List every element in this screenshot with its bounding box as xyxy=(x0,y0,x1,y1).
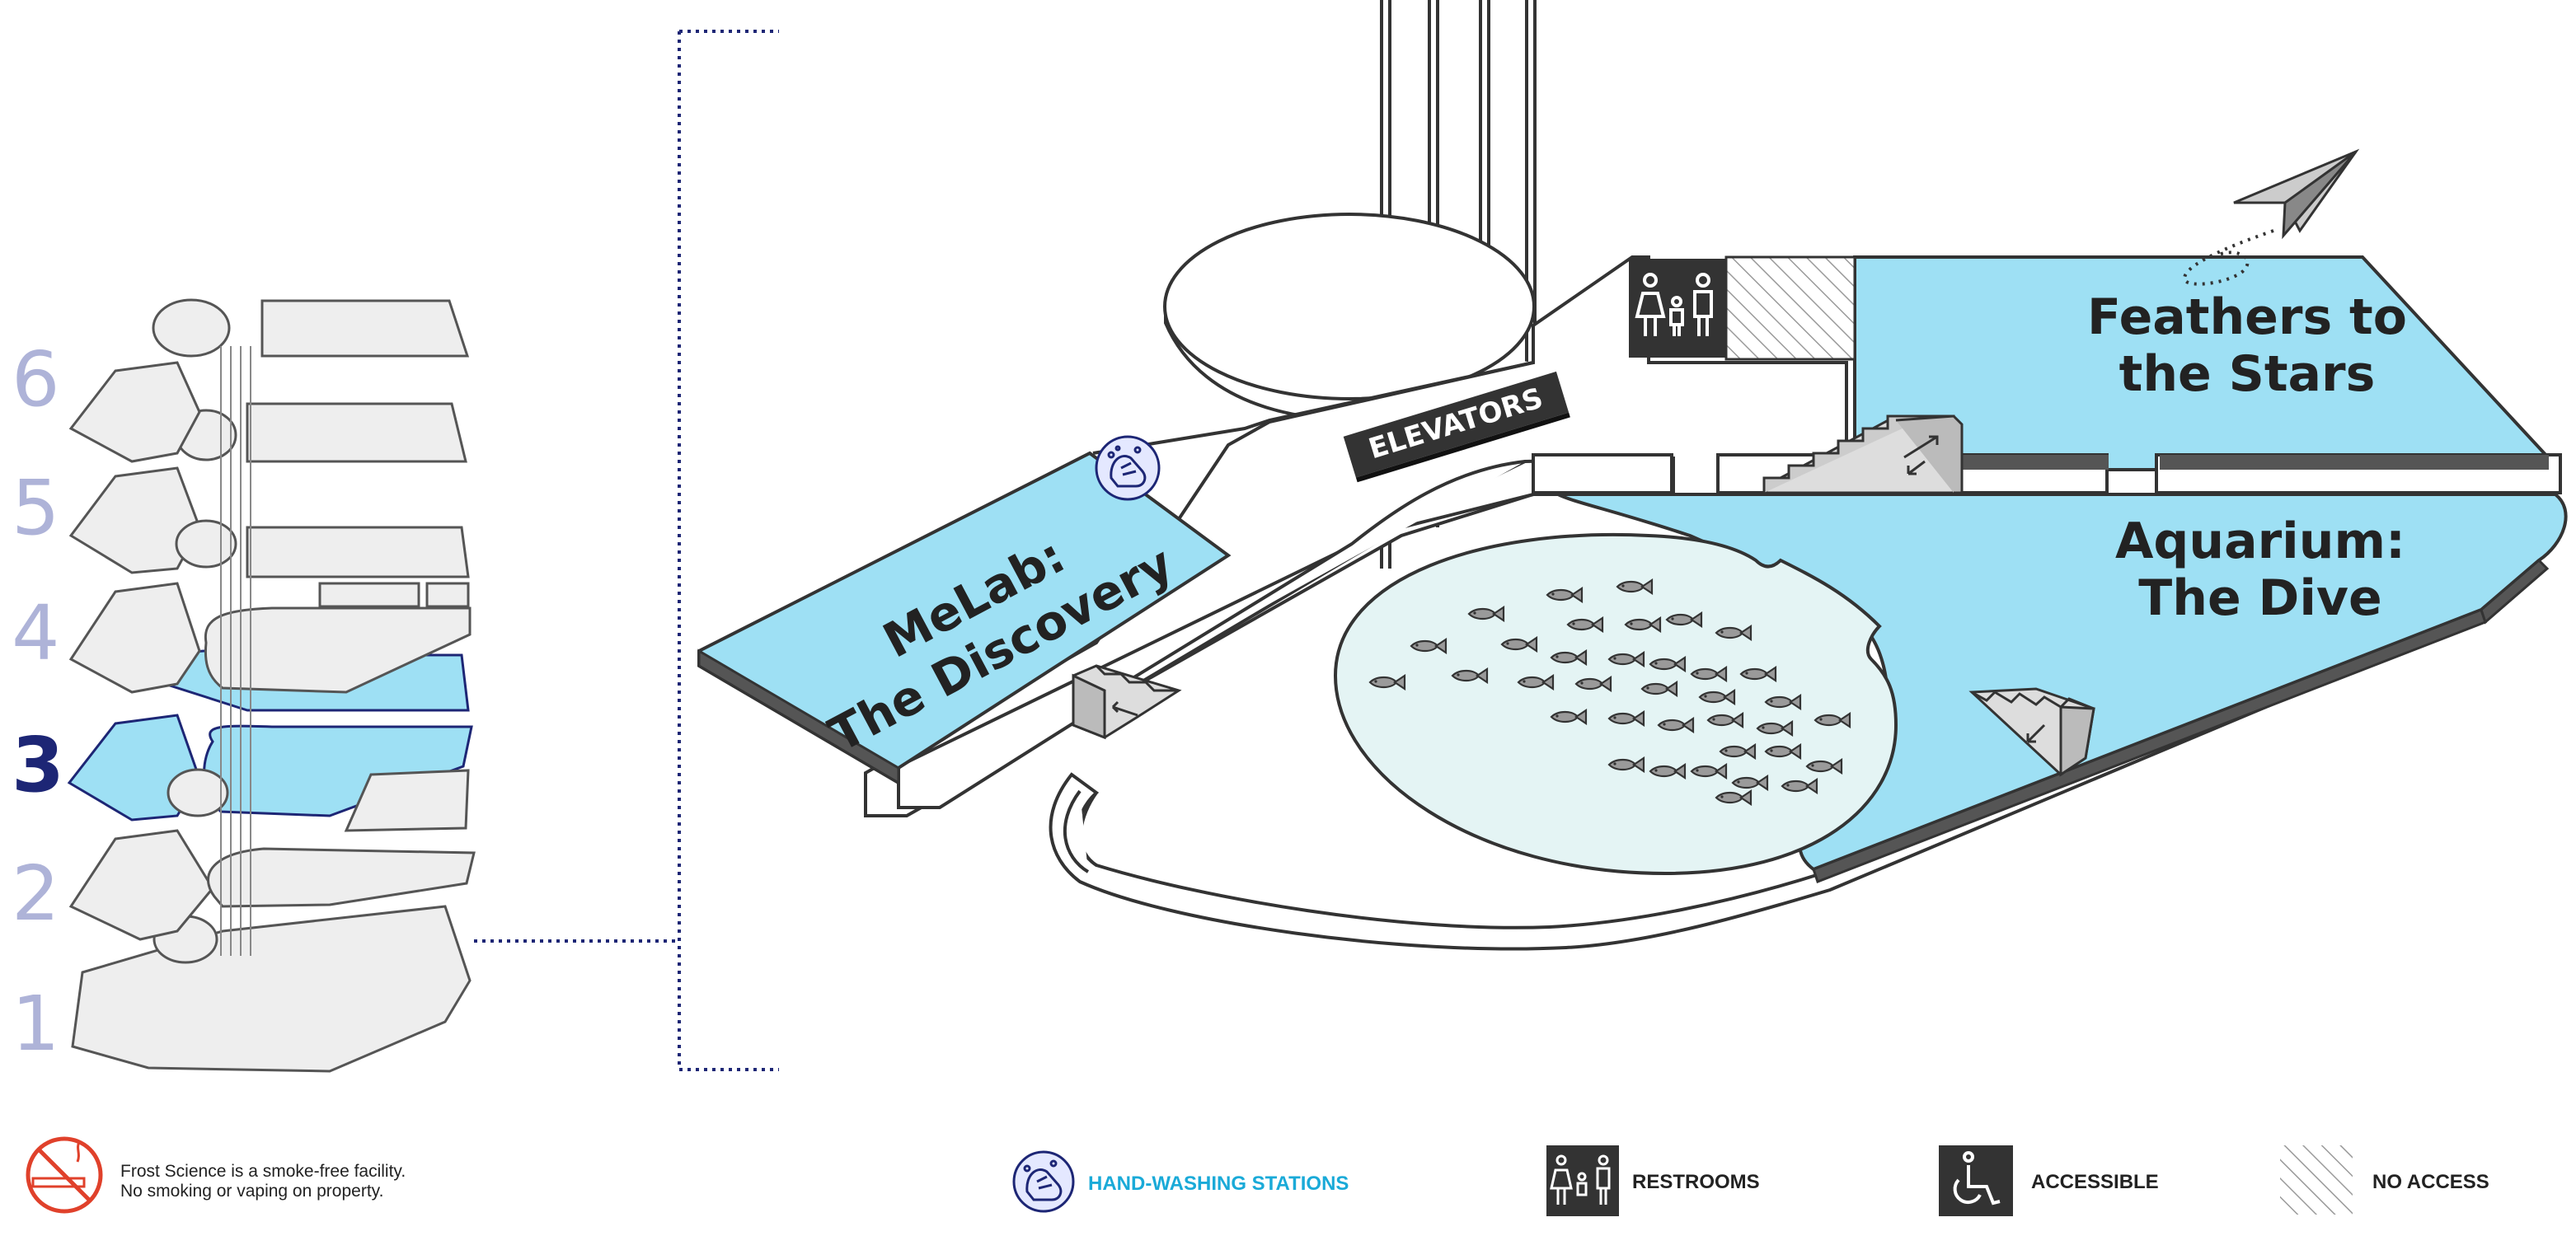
staircase-aquarium[interactable] xyxy=(1968,687,2095,777)
melab-area[interactable] xyxy=(697,451,1232,786)
floor-3-plan: ELEVATORS MeLab: The Discovery Feathers … xyxy=(697,0,2568,951)
floor-selector: 6 5 4 3 2 1 xyxy=(12,298,476,1073)
floor-label-1[interactable]: 1 xyxy=(12,980,60,1068)
aquarium-pool xyxy=(1333,532,1898,876)
floor-label-3[interactable]: 3 xyxy=(12,721,64,809)
hatch-icon xyxy=(2280,1145,2353,1215)
floor-6-plate[interactable] xyxy=(68,298,470,463)
legend-no-access: NO ACCESS xyxy=(2280,1145,2489,1215)
staircase-melab[interactable] xyxy=(1072,664,1182,740)
legend-accessible: ACCESSIBLE xyxy=(1939,1145,2159,1216)
paper-plane-icon xyxy=(2182,148,2360,286)
legend-hand-washing: HAND-WASHING STATIONS xyxy=(1012,1150,1349,1213)
legend-label-accessible: ACCESSIBLE xyxy=(2031,1171,2159,1193)
restroom-map-icon[interactable] xyxy=(1629,259,1726,358)
restroom-icon xyxy=(1546,1145,1619,1216)
smoke-free-line1: Frost Science is a smoke-free facility. xyxy=(120,1162,406,1181)
aquarium-title-line2: The Dive xyxy=(2138,569,2381,627)
wheelchair-icon xyxy=(1939,1145,2013,1216)
legend-restrooms: RESTROOMS xyxy=(1546,1145,1760,1216)
floor-2-plate[interactable] xyxy=(68,829,476,941)
floor-4-plate[interactable] xyxy=(68,582,472,694)
feathers-title-line2: the Stars xyxy=(2119,345,2376,403)
floor-label-4[interactable]: 4 xyxy=(12,589,60,677)
legend-label-restrooms: RESTROOMS xyxy=(1632,1171,1760,1193)
smoke-free-line2: No smoking or vaping on property. xyxy=(120,1182,383,1201)
floor-label-2[interactable]: 2 xyxy=(12,850,60,938)
hand-washing-map-icon[interactable] xyxy=(1095,435,1161,501)
feathers-title-line1: Feathers to xyxy=(2087,288,2407,346)
floor-label-6[interactable]: 6 xyxy=(12,335,60,424)
footer: Frost Science is a smoke-free facility. … xyxy=(26,1136,2489,1216)
no-smoking-icon xyxy=(26,1136,103,1214)
no-access-zone xyxy=(1724,255,1856,361)
floor-label-5[interactable]: 5 xyxy=(12,464,60,552)
staircase-upper[interactable] xyxy=(1761,414,1964,494)
zoom-bracket xyxy=(474,30,779,1071)
hand-washing-icon xyxy=(1012,1150,1075,1213)
legend-label-no-access: NO ACCESS xyxy=(2372,1171,2489,1193)
legend-label-hand-washing: HAND-WASHING STATIONS xyxy=(1088,1173,1349,1195)
aquarium-title-line1: Aquarium: xyxy=(2115,513,2405,570)
